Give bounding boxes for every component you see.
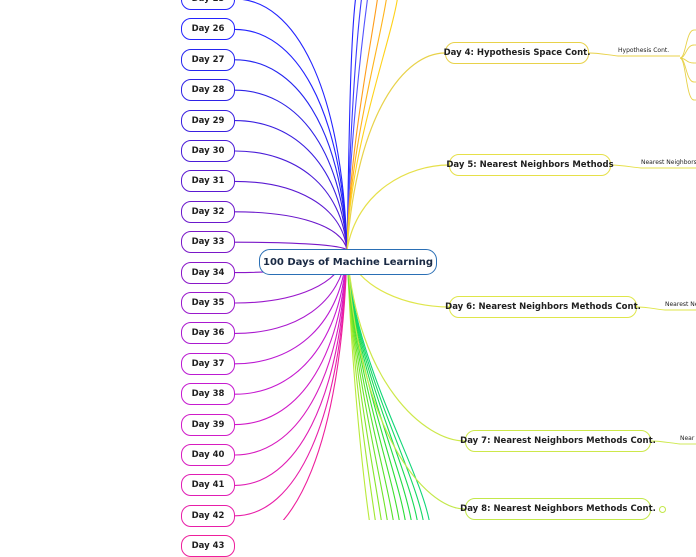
- day-node-label: Day 28: [191, 85, 225, 96]
- central-topic[interactable]: 100 Days of Machine Learning: [259, 249, 437, 275]
- day-node-label: Day 41: [191, 480, 225, 491]
- central-topic-label: 100 Days of Machine Learning: [263, 256, 433, 268]
- sub-child-line: [679, 29, 695, 59]
- day-node-left[interactable]: Day 38: [181, 383, 235, 406]
- sub-branch-line: [588, 52, 619, 57]
- right-branch-line: [346, 52, 446, 251]
- day-node-label: Day 31: [191, 176, 225, 187]
- day-node-label: Day 7: Nearest Neighbors Methods Cont.: [460, 436, 656, 446]
- day-node-left[interactable]: Day 40: [181, 444, 235, 466]
- right-branch-line: [346, 249, 466, 442]
- day-node-left[interactable]: Day 29: [181, 109, 235, 132]
- day-node-label: Day 36: [191, 328, 225, 339]
- day-node-left[interactable]: Day 27: [181, 48, 235, 71]
- day-node-right[interactable]: Day 5: Nearest Neighbors Methods: [446, 154, 614, 176]
- day-node-left[interactable]: Day 34: [181, 261, 235, 284]
- left-branch-line: [234, 249, 348, 486]
- left-branch-line: [234, 89, 348, 251]
- day-node-label: Day 8: Nearest Neighbors Methods Cont.: [460, 504, 656, 514]
- day-node-label: Day 42: [191, 510, 225, 521]
- day-node-label: Day 40: [191, 450, 225, 460]
- day-node-label: Day 32: [191, 206, 225, 217]
- right-branch-line: [346, 249, 466, 510]
- day-node-label: Day 34: [191, 267, 225, 278]
- day-node-left[interactable]: Day 36: [181, 322, 235, 345]
- branch-lines: [234, 0, 696, 520]
- left-branch-line: [240, 0, 348, 251]
- sub-branch-line: [610, 164, 642, 169]
- left-branch-line: [234, 120, 348, 251]
- day-node-label: Day 39: [191, 419, 225, 430]
- sub-topic-label[interactable]: Nearest Ne: [665, 301, 696, 308]
- left-branch-line: [234, 180, 348, 251]
- left-branch-line: [234, 241, 348, 251]
- day-node-label: Day 25: [192, 0, 225, 4]
- lower-branch-line: [346, 249, 406, 520]
- upper-branch-line: [346, 0, 398, 251]
- sub-branch-line: [650, 440, 681, 445]
- left-branch-line: [234, 150, 348, 251]
- day-node-left[interactable]: Day 42: [181, 504, 235, 527]
- left-branch-line: [234, 249, 348, 426]
- lower-branch-line: [346, 249, 430, 520]
- sub-child-line: [679, 44, 695, 59]
- day-node-label: Day 33: [191, 237, 225, 248]
- day-node-left[interactable]: Day 25: [181, 0, 235, 10]
- day-node-label: Day 37: [191, 358, 225, 369]
- day-node-left[interactable]: Day 26: [181, 18, 235, 41]
- day-node-left[interactable]: Day 33: [181, 231, 235, 254]
- day-node-left[interactable]: Day 43: [181, 535, 235, 557]
- sub-topic-label[interactable]: Hypothesis Cont.: [618, 47, 670, 54]
- day-node-label: Day 35: [191, 298, 225, 308]
- day-node-label: Day 29: [191, 115, 225, 126]
- left-branch-line: [234, 28, 348, 251]
- day-node-left[interactable]: Day 30: [181, 140, 235, 162]
- day-node-label: Day 30: [191, 146, 225, 156]
- sub-topic-label[interactable]: Near: [680, 435, 695, 442]
- day-node-right[interactable]: Day 7: Nearest Neighbors Methods Cont.: [460, 430, 656, 452]
- right-branch-line: [346, 164, 450, 251]
- day-node-label: Day 27: [191, 54, 225, 65]
- left-branch-line: [234, 249, 348, 395]
- day-node-label: Day 43: [191, 541, 225, 552]
- day-node-right[interactable]: Day 4: Hypothesis Space Cont.: [443, 42, 591, 64]
- day-node-left[interactable]: Day 32: [181, 200, 235, 223]
- day-node-right[interactable]: Day 6: Nearest Neighbors Methods Cont.: [445, 296, 641, 318]
- day-node-label: Day 5: Nearest Neighbors Methods: [446, 160, 614, 170]
- sub-child-line: [679, 57, 695, 101]
- day-node-left[interactable]: Day 28: [181, 79, 235, 102]
- day-node-left[interactable]: Day 31: [181, 170, 235, 193]
- day-node-label: Day 26: [191, 24, 225, 35]
- day-node-left[interactable]: Day 39: [181, 413, 235, 436]
- day-node-label: Day 38: [191, 389, 225, 400]
- day-node-left[interactable]: Day 35: [181, 292, 235, 314]
- sub-topic-label[interactable]: Nearest Neighbors M: [641, 159, 696, 166]
- left-branch-line: [282, 249, 348, 520]
- day-node-label: Day 4: Hypothesis Space Cont.: [443, 48, 591, 58]
- collapse-toggle-icon[interactable]: [659, 505, 666, 513]
- day-node-right[interactable]: Day 8: Nearest Neighbors Methods Cont.: [460, 498, 656, 520]
- left-branch-line: [234, 249, 348, 517]
- left-branch-line: [234, 211, 348, 251]
- left-branch-line: [234, 59, 348, 251]
- left-branch-line: [234, 249, 348, 456]
- day-node-label: Day 6: Nearest Neighbors Methods Cont.: [445, 302, 641, 312]
- day-node-left[interactable]: Day 41: [181, 474, 235, 497]
- day-node-left[interactable]: Day 37: [181, 352, 235, 375]
- sub-branch-line: [636, 306, 666, 311]
